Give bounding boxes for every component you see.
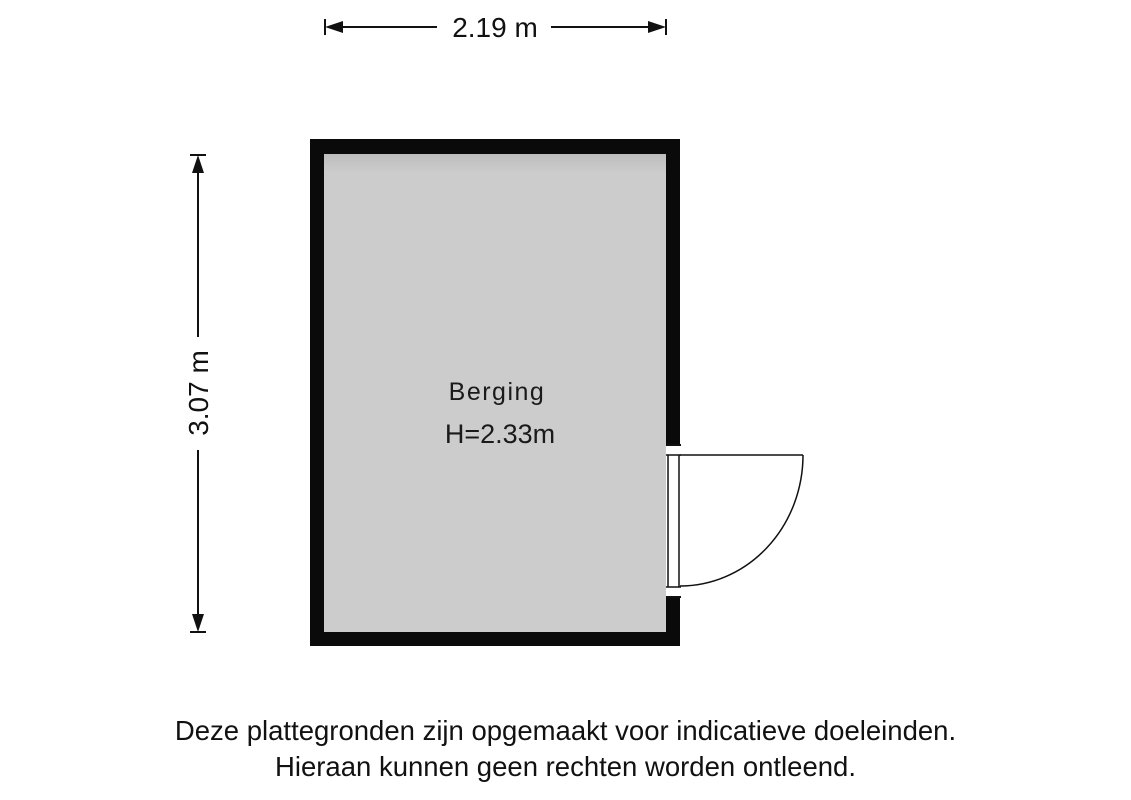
width-dimension-label: 2.19 m (452, 12, 538, 43)
door-opening (666, 445, 681, 597)
door-swing-arc-icon (679, 454, 804, 587)
room-name: Berging (449, 378, 546, 406)
depth-arrow-top-icon (192, 155, 204, 173)
disclaimer: Deze plattegronden zijn opgemaakt voor i… (0, 713, 1131, 785)
width-dimension: 2.19 m (324, 12, 667, 43)
disclaimer-line-2: Hieraan kunnen geen rechten worden ontle… (275, 751, 856, 782)
disclaimer-line-1: Deze plattegronden zijn opgemaakt voor i… (174, 715, 957, 746)
depth-dimension-label: 3.07 m (183, 350, 214, 436)
room-floor (324, 154, 666, 632)
depth-arrow-bottom-icon (192, 614, 204, 632)
width-arrow-left-icon (325, 21, 343, 33)
room-height: H=2.33m (445, 419, 555, 449)
depth-dimension: 3.07 m (183, 154, 214, 633)
width-arrow-right-icon (648, 21, 666, 33)
room-berging: Berging H=2.33m (310, 139, 804, 646)
